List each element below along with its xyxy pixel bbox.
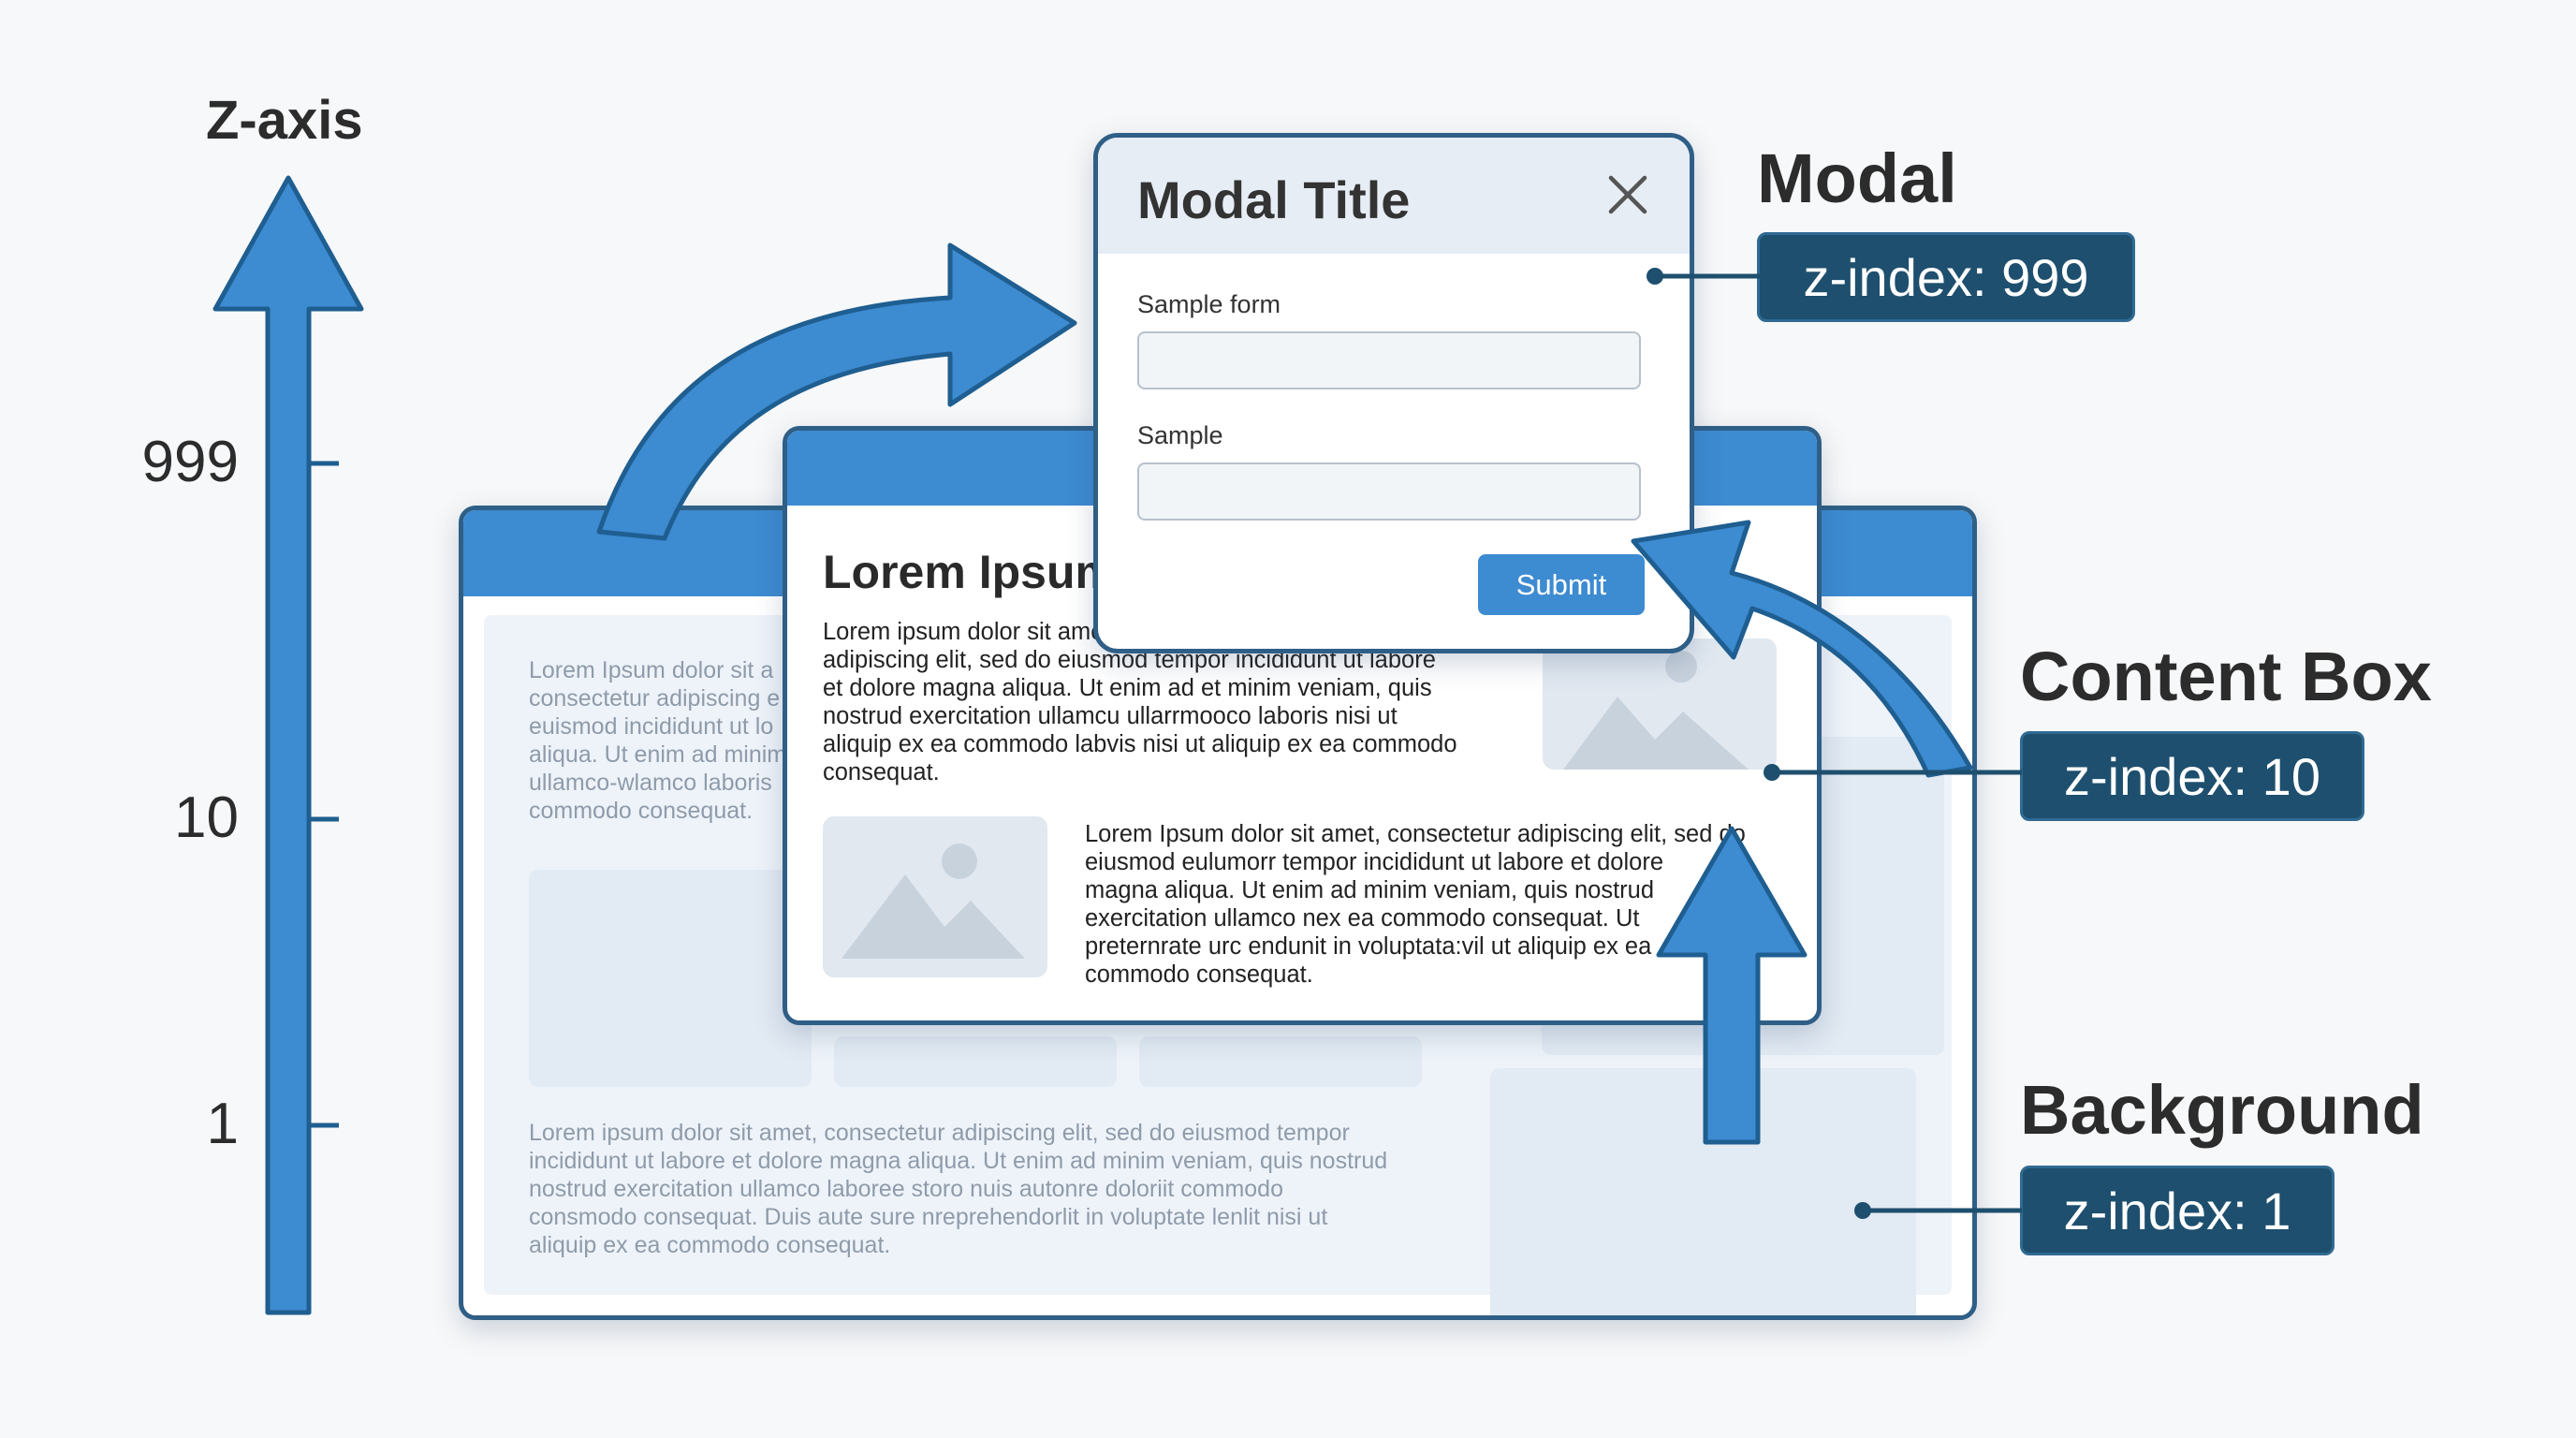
curved-arrow-content-to-modal xyxy=(1631,520,1973,778)
background-text-top: Lorem Ipsum dolor sit a consectetur adip… xyxy=(529,657,787,824)
sample-label: Sample xyxy=(1137,421,1223,449)
content-box-z-index-badge: z-index: 10 xyxy=(2020,731,2364,821)
tick-label-1: 1 xyxy=(206,1092,239,1156)
close-icon[interactable] xyxy=(1603,170,1652,219)
modal-z-index-badge: z-index: 999 xyxy=(1757,232,2135,322)
sample-input[interactable] xyxy=(1137,462,1641,521)
up-arrow-background-to-content xyxy=(1656,826,1808,1145)
curved-arrow-to-modal xyxy=(596,242,1077,541)
content-box-paragraph-2: Lorem Ipsum dolor sit amet, consectetur … xyxy=(1085,821,1746,988)
modal-header xyxy=(1098,138,1690,254)
background-text-bottom: Lorem ipsum dolor sit amet, consectetur … xyxy=(529,1120,1388,1258)
modal-layer-title: Modal xyxy=(1757,139,1957,217)
z-axis-title: Z-axis xyxy=(206,90,363,151)
tick-label-10: 10 xyxy=(174,785,239,850)
background-z-index-badge: z-index: 1 xyxy=(2020,1166,2334,1255)
background-connector-dot xyxy=(1854,1202,1871,1219)
sample-form-label: Sample form xyxy=(1137,290,1281,318)
modal-connector-dot xyxy=(1647,268,1663,285)
image-placeholder-icon xyxy=(1543,638,1777,770)
z-axis-arrow-shape xyxy=(212,175,364,1315)
tick-label-999: 999 xyxy=(141,430,239,494)
modal-title: Modal Title xyxy=(1137,170,1411,229)
image-placeholder-icon xyxy=(823,816,1047,977)
submit-button[interactable]: Submit xyxy=(1478,554,1645,615)
content-box-layer-title: Content Box xyxy=(2020,638,2432,715)
background-layer-title: Background xyxy=(2020,1071,2424,1149)
background-card xyxy=(1139,1036,1422,1087)
modal-dialog: Modal Title Sample form Sample Submit xyxy=(1093,133,1694,653)
sample-form-input[interactable] xyxy=(1137,331,1641,389)
content-box-connector-dot xyxy=(1764,764,1780,781)
background-card xyxy=(529,870,812,1087)
content-box-heading: Lorem Ipsum xyxy=(823,546,1117,598)
background-card xyxy=(834,1036,1117,1087)
